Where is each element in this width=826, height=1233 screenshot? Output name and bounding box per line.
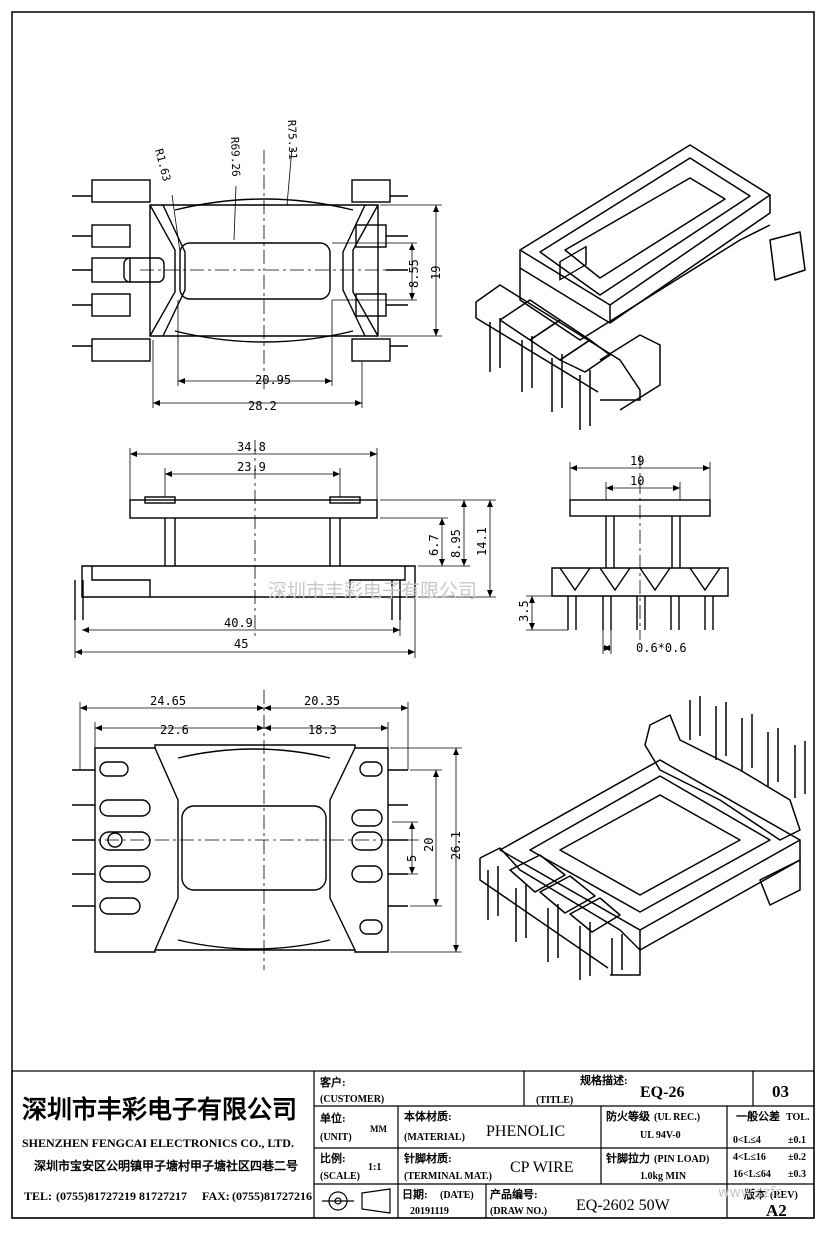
date-value: 20191119 xyxy=(410,1206,449,1217)
dim-bottom-right-inner: 18.3 xyxy=(308,723,337,737)
company-name-en: SHENZHEN FENGCAI ELECTRONICS CO., LTD. xyxy=(22,1136,294,1150)
scale-value: 1:1 xyxy=(368,1162,381,1173)
top-view xyxy=(72,179,408,362)
dim-bottom-left-inner: 22.6 xyxy=(160,723,189,737)
tol-row-2-value: ±0.2 xyxy=(788,1152,806,1163)
pinload-label-en: (PIN LOAD) xyxy=(654,1154,709,1165)
tol-row-2-range: 4<L≤16 xyxy=(733,1152,766,1163)
side-view-dims xyxy=(526,455,711,654)
tol-row-1-range: 0<L≤4 xyxy=(733,1135,761,1146)
tel-value: (0755)81727219 81727217 xyxy=(56,1189,187,1203)
top-view-dims xyxy=(140,147,442,408)
watermark-text: 深圳市丰彩电子有限公司 xyxy=(268,580,477,602)
pinload-value: 1.0kg MIN xyxy=(640,1171,687,1182)
pinload-label-cn: 针脚拉力 xyxy=(606,1151,650,1165)
dim-top-h-inner: 8.55 xyxy=(407,259,421,288)
dim-top-w-inner: 20.95 xyxy=(255,373,291,387)
flame-label-en: (UL REC.) xyxy=(654,1112,700,1123)
terminal-value: CP WIRE xyxy=(510,1159,574,1176)
fax-value: (0755)81727216 xyxy=(232,1189,312,1203)
scale-label-cn: 比例: xyxy=(320,1151,346,1165)
dim-side-pin: 0.6*0.6 xyxy=(636,641,687,655)
drawno-value: EQ-2602 50W xyxy=(576,1197,671,1214)
projection-symbol-icon xyxy=(322,1188,391,1214)
dim-front-h2: 8.95 xyxy=(449,529,463,558)
dim-front-h1: 6.7 xyxy=(427,534,441,556)
customer-label-en: (CUSTOMER) xyxy=(320,1094,384,1105)
title-label-en: (TITLE) xyxy=(536,1095,573,1106)
flame-value: UL 94V-0 xyxy=(640,1130,681,1141)
url-watermark: www.szfc xyxy=(718,1185,783,1201)
flame-label-cn: 防火等级 xyxy=(606,1109,651,1123)
scale-label-en: (SCALE) xyxy=(320,1171,360,1182)
title-value: EQ-26 xyxy=(640,1084,684,1101)
bottom-view xyxy=(72,744,408,953)
drawno-label-en: (DRAW NO.) xyxy=(490,1206,547,1217)
dim-bottom-h-outer: 26.1 xyxy=(449,831,463,860)
rev-value: A2 xyxy=(766,1201,787,1220)
tel-label: TEL: xyxy=(24,1189,52,1203)
unit-label-cn: 单位: xyxy=(320,1111,346,1125)
dim-bottom-h-mid: 20 xyxy=(422,838,436,852)
dim-side-pin-len: 3.5 xyxy=(517,600,531,622)
iso-view-lower xyxy=(479,696,806,980)
sheet-number: 03 xyxy=(772,1082,789,1101)
dim-front-base-inner: 40.9 xyxy=(224,616,253,630)
rev-label-cn: 版本 xyxy=(744,1187,766,1201)
company-name-cn: 深圳市丰彩电子有限公司 xyxy=(22,1095,297,1124)
date-label-en: (DATE) xyxy=(440,1190,474,1201)
dim-bottom-left-outer: 24.65 xyxy=(150,694,186,708)
dim-top-h-outer: 19 xyxy=(429,266,443,280)
fax-label: FAX: xyxy=(202,1189,230,1203)
dim-bottom-right-outer: 20.35 xyxy=(304,694,340,708)
unit-label-en: (UNIT) xyxy=(320,1132,352,1143)
dim-r2: R69.26 xyxy=(228,137,242,177)
customer-label-cn: 客户: xyxy=(319,1075,346,1089)
tol-label-en: TOL. xyxy=(786,1112,810,1123)
tol-row-1-value: ±0.1 xyxy=(788,1135,806,1146)
date-label-cn: 日期: xyxy=(402,1187,428,1201)
dim-front-base-outer: 45 xyxy=(234,637,248,651)
material-label-cn: 本体材质: xyxy=(404,1109,452,1123)
dim-front-top-outer: 34.8 xyxy=(237,440,266,454)
tol-row-3-range: 16<L≤64 xyxy=(733,1169,771,1180)
dim-front-h3: 14.1 xyxy=(475,527,489,556)
front-view-dims xyxy=(74,440,496,658)
title-block xyxy=(11,1070,815,1219)
drawno-label-cn: 产品编号: xyxy=(490,1187,538,1201)
tol-row-3-value: ±0.3 xyxy=(788,1169,806,1180)
rev-label-en: (REV) xyxy=(770,1190,798,1201)
dim-front-top-inner: 23.9 xyxy=(237,460,266,474)
terminal-label-en: (TERMINAL MAT.) xyxy=(404,1171,492,1182)
tol-label-cn: 一般公差 xyxy=(736,1109,780,1123)
dim-bottom-h-small: 5 xyxy=(405,855,419,862)
dim-side-w-inner: 10 xyxy=(630,474,644,488)
dim-top-w-outer: 28.2 xyxy=(248,399,277,413)
iso-view-upper xyxy=(475,144,806,430)
front-view xyxy=(74,496,416,620)
sheet-border xyxy=(11,11,815,1219)
material-label-en: (MATERIAL) xyxy=(404,1132,465,1143)
spec-label-cn: 规格描述: xyxy=(580,1073,628,1087)
dim-r1: R1.63 xyxy=(152,147,173,182)
dim-side-w-outer: 19 xyxy=(630,454,644,468)
terminal-label-cn: 针脚材质: xyxy=(404,1151,452,1165)
bottom-view-dims xyxy=(79,690,462,970)
dim-r3: R75.31 xyxy=(285,120,299,160)
material-value: PHENOLIC xyxy=(486,1123,565,1140)
unit-value: MM xyxy=(370,1124,387,1134)
company-address: 深圳市宝安区公明镇甲子塘村甲子塘社区四巷二号 xyxy=(34,1158,298,1173)
